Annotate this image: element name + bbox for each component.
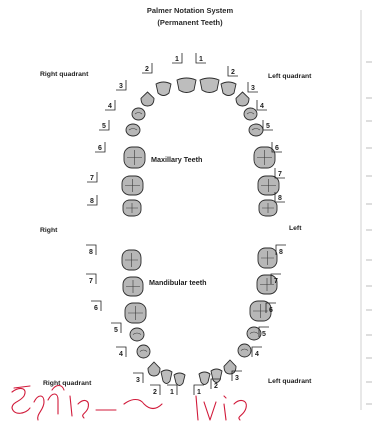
upper-left-number: 7 — [278, 171, 282, 178]
upper-left-number: 5 — [266, 123, 270, 130]
lower-left-quadrant-label: Left quadrant — [268, 378, 312, 385]
lower-left-number: 1 — [197, 389, 201, 396]
left-side-label: Left — [289, 225, 302, 232]
maxillary-teeth-label: Maxillary Teeth — [151, 155, 202, 164]
upper-right-number: 1 — [175, 56, 179, 63]
lower-left-number: 3 — [235, 375, 239, 382]
upper-left-tooth-4 — [244, 108, 257, 120]
upper-left-tooth-1 — [200, 78, 219, 93]
lower-left-number: 7 — [274, 278, 278, 285]
upper-right-tooth-5 — [126, 124, 140, 136]
upper-right-number: 2 — [145, 66, 149, 73]
mandibular-teeth-label: Mandibular teeth — [149, 278, 207, 287]
lower-left-number: 4 — [255, 351, 259, 358]
right-margin-panel — [361, 10, 372, 410]
upper-right-number: 6 — [98, 145, 102, 152]
lower-left-tooth-3 — [224, 360, 236, 374]
upper-right-tooth-3 — [141, 92, 154, 106]
lower-right-number: 6 — [94, 305, 98, 312]
tooth-number-labels: 1 2 3 4 5 6 7 8 1 2 3 4 5 6 7 8 8 7 6 5 4 3 2 1 8 7 6 5 4 3 2 1 — [86, 53, 286, 396]
lower-left-number: 2 — [214, 383, 218, 390]
upper-right-quadrant-label: Right quadrant — [40, 71, 89, 78]
lower-right-number: 4 — [119, 351, 123, 358]
upper-left-tooth-2 — [221, 82, 236, 96]
lower-left-number: 6 — [269, 307, 273, 314]
upper-right-number: 8 — [90, 198, 94, 205]
diagram-subtitle: (Permanent Teeth) — [157, 18, 223, 27]
lower-left-number: 5 — [262, 331, 266, 338]
lower-right-tooth-2 — [161, 370, 172, 384]
right-side-label: Right — [40, 227, 58, 234]
upper-left-tooth-5 — [249, 124, 263, 136]
upper-right-number: 5 — [102, 123, 106, 130]
lower-right-number: 7 — [89, 278, 93, 285]
handwritten-annotation — [12, 386, 246, 421]
lower-right-number: 5 — [114, 327, 118, 334]
lower-left-tooth-4 — [238, 344, 251, 357]
upper-right-number: 3 — [119, 83, 123, 90]
diagram-title: Palmer Notation System — [147, 6, 234, 15]
lower-right-tooth-3 — [148, 362, 160, 376]
lower-left-number: 8 — [279, 249, 283, 256]
dental-arches — [122, 78, 279, 386]
lower-right-number: 3 — [136, 377, 140, 384]
lower-right-quadrant-label: Right quadrant — [43, 380, 92, 387]
upper-right-number: 4 — [108, 103, 112, 110]
lower-left-tooth-2 — [211, 369, 222, 383]
lower-right-number: 2 — [153, 389, 157, 396]
upper-left-number: 2 — [231, 69, 235, 76]
upper-left-number: 1 — [199, 56, 203, 63]
upper-right-tooth-1 — [177, 78, 196, 93]
lower-right-number: 8 — [89, 249, 93, 256]
upper-right-number: 7 — [90, 175, 94, 182]
lower-left-tooth-1 — [199, 372, 210, 385]
upper-right-tooth-2 — [156, 82, 171, 96]
upper-left-quadrant-label: Left quadrant — [268, 73, 312, 80]
upper-left-tooth-3 — [236, 92, 249, 106]
lower-right-tooth-1 — [174, 373, 185, 386]
lower-right-tooth-5 — [130, 328, 144, 341]
upper-left-number: 6 — [275, 145, 279, 152]
lower-right-tooth-4 — [137, 345, 150, 358]
upper-left-number: 3 — [251, 85, 255, 92]
upper-right-tooth-4 — [132, 108, 145, 120]
upper-left-number: 8 — [278, 195, 282, 202]
upper-left-number: 4 — [260, 103, 264, 110]
lower-right-number: 1 — [170, 389, 174, 396]
